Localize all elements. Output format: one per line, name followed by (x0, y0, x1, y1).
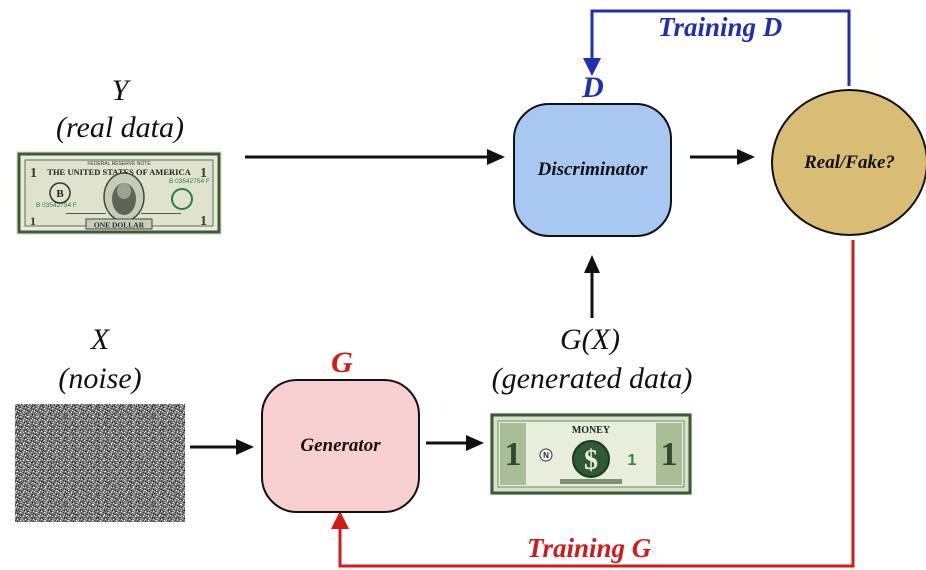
bill-serial-top: B 03542754 F (169, 178, 210, 185)
toy-denomination-badge: 1 (628, 452, 637, 469)
generated-symbol: G(X) (560, 323, 620, 356)
bill-corner-denomination-br: 1 (200, 214, 207, 229)
bill-top-text: FEDERAL RESERVE NOTE (87, 161, 151, 167)
bill-serial-bottom: B 03542754 F (36, 202, 77, 209)
bill-corner-denomination: 1 (30, 166, 37, 181)
noise-image (15, 404, 185, 522)
dollar-bill-image: FEDERAL RESERVE NOTE THE UNITED STATES O… (16, 151, 222, 235)
bill-header: THE UNITED STATES OF AMERICA (47, 167, 191, 177)
toy-money-label: MONEY (572, 425, 611, 436)
generator-symbol: G (331, 346, 353, 379)
discriminator-symbol: D (582, 71, 604, 104)
toy-denomination-left: 1 (505, 436, 522, 473)
discriminator-label: Discriminator (537, 159, 648, 180)
generator-label: Generator (300, 435, 381, 456)
real-symbol: Y (111, 74, 129, 107)
training-g-loop (338, 240, 855, 568)
bill-footer: ONE DOLLAR (94, 221, 145, 230)
dollar-sign-icon: $ (584, 445, 598, 476)
toy-badge: N (543, 451, 549, 460)
real-fake-output: Real/Fake? (771, 89, 926, 236)
bill-corner-denomination-right: 1 (200, 166, 207, 181)
generator-box: Generator (261, 379, 420, 513)
training-g-label: Training G (527, 533, 652, 563)
discriminator-box: Discriminator (513, 103, 672, 237)
training-d-loop (590, 9, 851, 86)
real-fake-label: Real/Fake? (804, 151, 895, 173)
real-caption: (real data) (55, 111, 185, 144)
bill-corner-denomination-bl: 1 (30, 214, 36, 228)
toy-dollar-seal (572, 440, 610, 478)
training-d-label: Training D (658, 12, 783, 42)
generated-caption: (generated data) (491, 362, 693, 395)
bill-letter-seal: B (56, 188, 64, 200)
toy-money-image: 1 1 MONEY $ N 1 (490, 413, 692, 495)
noise-symbol: X (90, 323, 110, 356)
toy-denomination-right: 1 (661, 436, 678, 473)
noise-caption: (noise) (58, 362, 142, 395)
